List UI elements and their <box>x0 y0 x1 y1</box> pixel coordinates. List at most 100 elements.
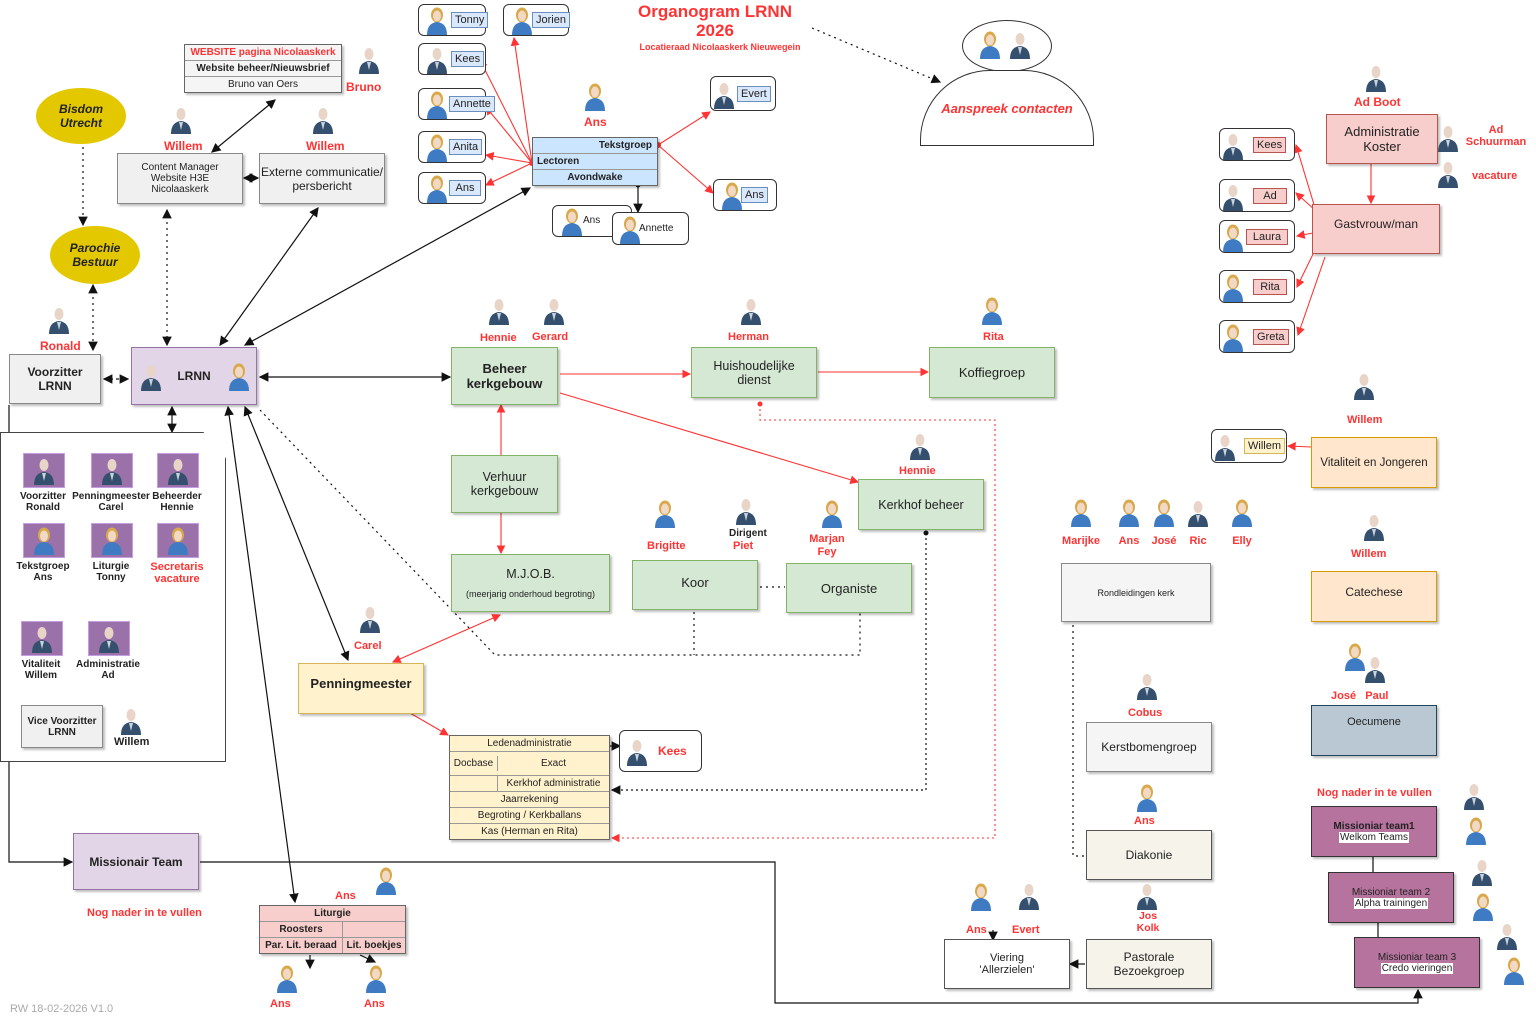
board-member-name: Ad <box>101 670 115 681</box>
viering-allerzielen-box[interactable]: Viering 'Allerzielen' <box>944 939 1070 989</box>
kerkhof-beheer-label: Kerkhof beheer <box>878 497 964 512</box>
person-label-hennie-kerkhof: Hennie <box>899 465 936 477</box>
member-name: Tonny <box>451 12 489 28</box>
person-label: José <box>1151 535 1177 547</box>
person-label-ronald: Ronald <box>40 339 81 353</box>
aanspreek-contacten-box[interactable]: Aanspreek contacten <box>920 70 1094 146</box>
board-member-avatar <box>23 453 65 488</box>
vice-voorzitter-box[interactable]: Vice Voorzitter LRNN <box>21 705 103 748</box>
catechese-box[interactable]: Catechese <box>1311 571 1437 622</box>
cloud-bisdom-utrecht: Bisdom Utrecht <box>36 88 126 144</box>
kerkhof-beheer-box[interactable]: Kerkhof beheer <box>858 479 984 530</box>
tekstgroep-header: Tekstgroep <box>598 140 652 151</box>
missionair-team-label: Missionair Team <box>89 854 183 869</box>
person-icon-evert-viering <box>1018 882 1040 910</box>
tekstgroep-avondwake: Avondwake <box>567 172 623 183</box>
person-label-ans-diakonie: Ans <box>1134 815 1155 827</box>
person-label-marjan: Marjan Fey <box>809 533 845 558</box>
voorzitter-lrnn-box[interactable]: Voorzitter LRNN <box>9 354 101 404</box>
member-name: Ans <box>449 180 481 196</box>
koster-card-rita: Rita <box>1219 270 1295 303</box>
person-icon <box>1222 132 1244 160</box>
catechese-label: Catechese <box>1345 585 1403 599</box>
person-icon-jose-oec <box>1344 643 1366 671</box>
team-title: Missioniar team 3 <box>1377 951 1457 963</box>
organiste-label: Organiste <box>820 580 878 596</box>
cloud-parochie-bestuur: Parochie Bestuur <box>50 226 140 284</box>
beheer-kerkgebouw-box[interactable]: Beheer kerkgebouw <box>451 347 558 405</box>
content-manager-box[interactable]: Content Manager Website H3E Nicolaaskerk <box>117 153 243 204</box>
member-name: Laura <box>1246 229 1288 245</box>
person-icon <box>721 182 743 210</box>
pastorale-bezoekgroep-box[interactable]: Pastorale Bezoekgroep <box>1086 939 1212 989</box>
member-card-kees: Kees <box>418 43 486 75</box>
rondleidingen-box[interactable]: Rondleidingen kerk <box>1061 563 1211 622</box>
website-header: WEBSITE pagina Nicolaaskerk <box>190 47 336 58</box>
person-icon <box>167 457 189 485</box>
penningmeester-box[interactable]: Penningmeester <box>298 663 424 714</box>
externe-communicatie-box[interactable]: Externe communicatie/ persbericht <box>259 153 385 204</box>
board-member-name: Tonny <box>96 572 126 583</box>
person-icon-ans-lit-right <box>365 965 387 993</box>
tekstgroep-lectoren: Lectoren <box>537 156 580 167</box>
person-icon-willem-ext <box>312 106 334 134</box>
board-member-name: Ans <box>33 572 53 583</box>
person-icon-ronald <box>48 306 70 334</box>
person-icon-ans-liturgie <box>375 867 397 895</box>
gastvrouw-box[interactable]: Gastvrouw/man <box>1312 204 1440 254</box>
liturgie-cell: Par. Lit. beraad <box>265 940 337 951</box>
person-icon-willem-vice <box>120 707 142 735</box>
person-icon <box>98 625 120 653</box>
person-icon-mteam-2b <box>1472 893 1494 921</box>
tekstgroep-table[interactable]: Tekstgroep Lectoren Avondwake <box>532 137 658 186</box>
aanspreek-heads <box>962 20 1052 72</box>
verhuur-kerkgebouw-box[interactable]: Verhuur kerkgebouw <box>451 455 558 513</box>
finance-cell: Ledenadministratie <box>487 738 572 749</box>
team-subtitle: Welkom Teams <box>1339 831 1409 843</box>
lrnn-label: LRNN <box>177 369 211 383</box>
board-member-name: Ronald <box>26 502 60 513</box>
person-icon <box>626 738 648 766</box>
person-icon-ans-diakonie <box>1136 784 1158 812</box>
board-member-role: Penningmeester <box>72 491 150 502</box>
member-name: Anita <box>449 139 483 155</box>
mjob-label: M.J.O.B. <box>506 567 555 581</box>
lrnn-box[interactable]: LRNN <box>131 347 257 405</box>
member-card-ans: Ans <box>418 172 486 204</box>
finance-cell: Jaarrekening <box>500 794 559 805</box>
mjob-box[interactable]: M.J.O.B. (meerjarig onderhoud begroting) <box>451 554 610 612</box>
penningmeester-label: Penningmeester <box>310 676 412 691</box>
organiste-box[interactable]: Organiste <box>786 563 912 613</box>
person-label-brigitte: Brigitte <box>647 540 686 552</box>
person-icon <box>426 7 448 35</box>
missionair-team-note: Nog nader in te vullen <box>87 907 202 919</box>
person-label: Elly <box>1232 535 1252 547</box>
board-member-role: Beheerder <box>152 491 202 502</box>
vitaliteit-jongeren-box[interactable]: Vitaliteit en Jongeren <box>1311 437 1437 488</box>
board-member-role: Voorzitter <box>20 491 66 502</box>
person-icon-brigitte <box>654 500 676 528</box>
administratie-koster-box[interactable]: Administratie Koster <box>1326 114 1438 164</box>
missionair-team-box[interactable]: Missionair Team <box>73 833 199 890</box>
person-icon-mteam-1b <box>1465 817 1487 845</box>
koor-box[interactable]: Koor <box>632 560 758 610</box>
koffiegroep-label: Koffiegroep <box>958 365 1026 380</box>
kerstbomengroep-box[interactable]: Kerstbomengroep <box>1086 722 1212 772</box>
koffiegroep-box[interactable]: Koffiegroep <box>929 347 1055 398</box>
diakonie-box[interactable]: Diakonie <box>1086 830 1212 880</box>
oecumene-box[interactable]: Oecumene <box>1311 705 1437 756</box>
diagram-title: Organogram LRNN 2026 <box>620 2 810 40</box>
viering-allerzielen-label: Viering 'Allerzielen' <box>979 952 1035 976</box>
board-member-role: Vitaliteit <box>21 659 61 670</box>
huishoudelijke-dienst-box[interactable]: Huishoudelijke dienst <box>691 347 817 398</box>
team-title: Missioniar team1 <box>1333 820 1415 832</box>
